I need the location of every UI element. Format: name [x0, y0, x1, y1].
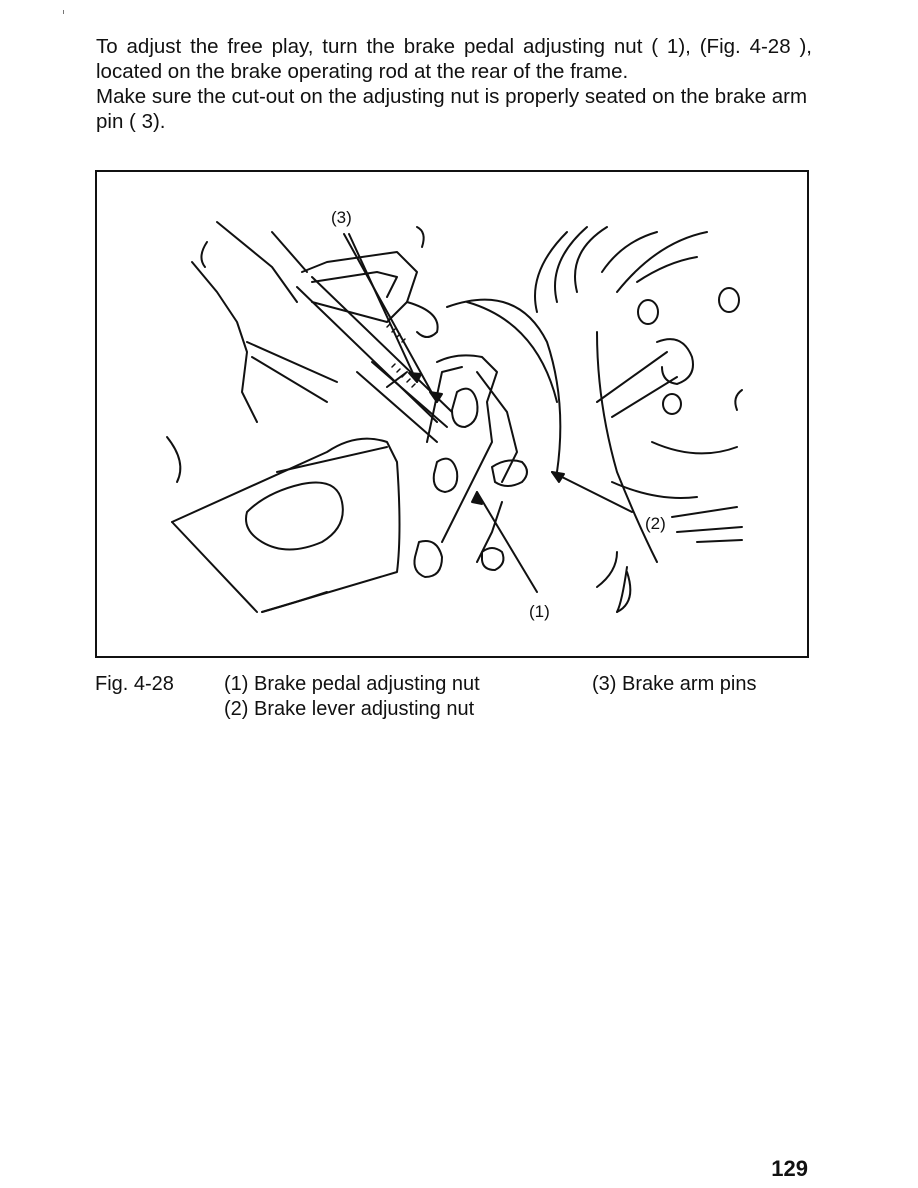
intro-paragraph-2: Make sure the cut-out on the adjusting n…: [96, 85, 808, 133]
intro-paragraph-1: To adjust the free play, turn the brake …: [96, 35, 812, 83]
page-number: 129: [771, 1156, 808, 1181]
callout-label-2: (2): [645, 514, 666, 533]
callout-label-3: (3): [331, 208, 352, 227]
figure-label: Fig. 4-28: [95, 673, 174, 695]
brake-assembly-line-drawing: [166, 221, 743, 613]
caption-item-3: (3) Brake arm pins: [592, 673, 757, 695]
caption-column-1: (1) Brake pedal adjusting nut (2) Brake …: [224, 672, 480, 722]
brake-illustration-figure: (3) (2) (1): [95, 170, 809, 658]
caption-item-1: (1) Brake pedal adjusting nut: [224, 673, 480, 695]
scan-speck: [63, 10, 64, 14]
caption-item-2: (2) Brake lever adjusting nut: [224, 698, 475, 720]
instruction-text: To adjust the free play, turn the brake …: [96, 34, 812, 134]
callout-label-1: (1): [529, 602, 550, 621]
figure-caption: Fig. 4-28 (1) Brake pedal adjusting nut …: [95, 672, 815, 732]
